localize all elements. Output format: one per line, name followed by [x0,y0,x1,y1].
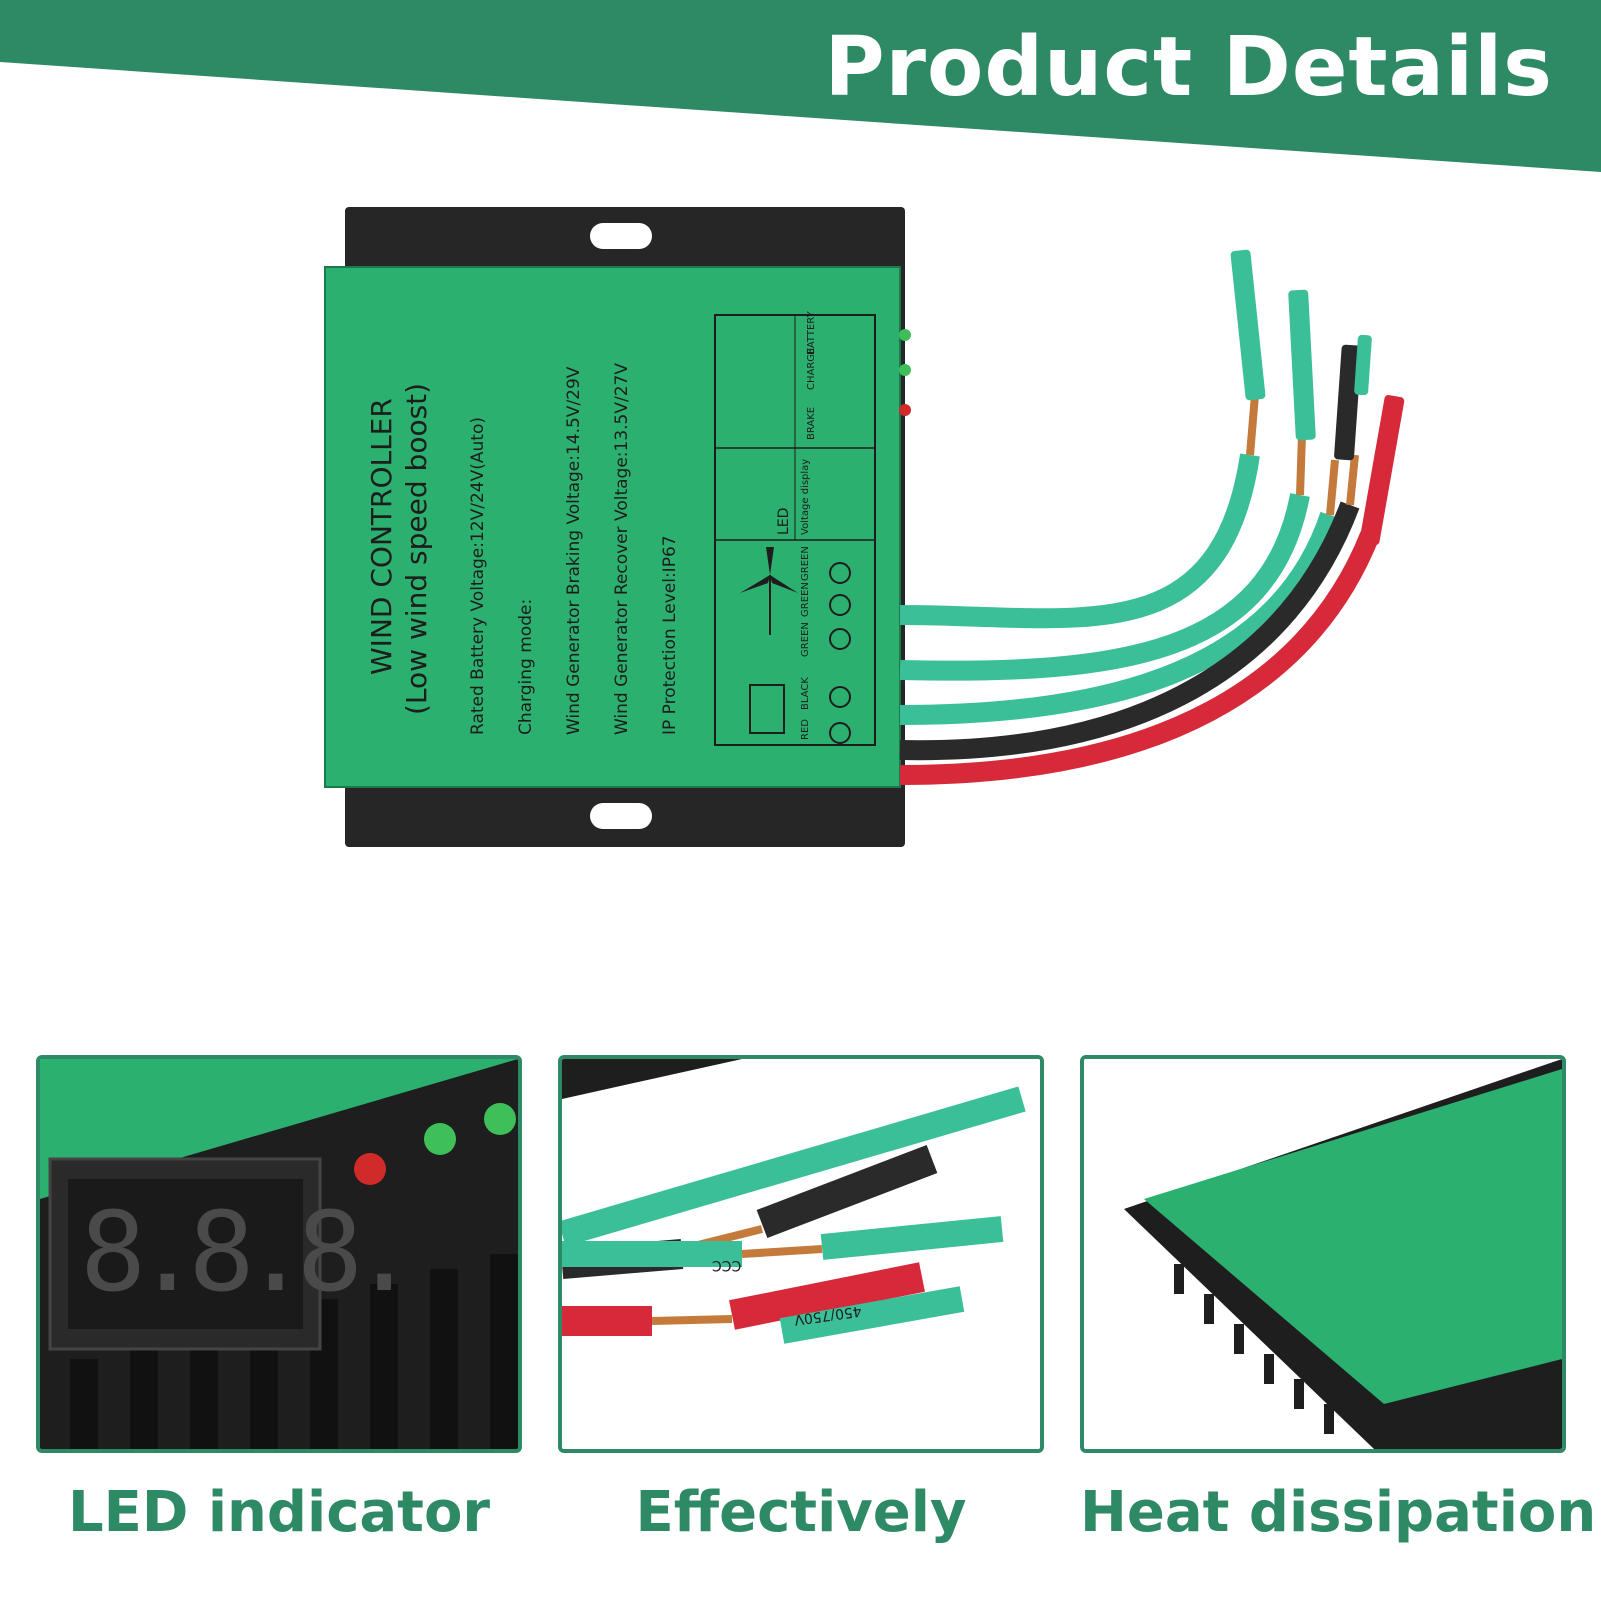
product-title: WIND CONTROLLER [365,398,398,675]
banner-shape [0,0,1601,172]
display-label-led: LED [776,507,792,535]
spec-ip-level: IP Protection Level:IP67 [660,535,680,735]
feature-panel-led: 8.8.8. [36,1055,522,1453]
header-banner: Product Details [0,0,1601,180]
spec-braking-voltage: Wind Generator Braking Voltage:14.5V/29V [564,366,584,735]
spec-battery-voltage: Rated Battery Voltage:12V/24V(Auto) [468,417,488,735]
heatsink-image [1084,1059,1562,1449]
display-label-voltage: Voltage display [800,458,811,535]
product-subtitle: (Low wind speed boost) [400,382,433,715]
caption-effectively: Effectively [635,1480,967,1545]
feature-panel-heatsink [1080,1055,1566,1453]
led-display-digits: 8.8.8. [80,1188,417,1316]
cable-print-ccc: CCC [712,1257,742,1273]
product-image: WIND CONTROLLER (Low wind speed boost) R… [320,195,1420,875]
spec-charging-mode: Charging mode: [516,598,536,735]
terminal-label-red: RED [800,719,811,740]
terminal-label-black: BLACK [800,677,811,710]
caption-heat-dissipation: Heat dissipation [1080,1480,1597,1545]
cable-closeup-image [562,1059,1040,1449]
led-display-image [40,1059,518,1449]
indicator-label-brake: BRAKE [806,406,817,440]
indicator-label-battery: BATTERY [806,311,817,355]
spec-recover-voltage: Wind Generator Recover Voltage:13.5V/27V [612,363,632,735]
feature-panel-cables: CCC 450/750V [558,1055,1044,1453]
banner-title: Product Details [824,20,1553,115]
terminal-label-green-1: GREEN [800,622,811,657]
terminal-label-green-2: GREEN [800,582,811,617]
caption-led-indicator: LED indicator [67,1480,491,1545]
controller-illustration [324,207,1405,847]
terminal-label-green-3: GREEN [800,546,811,581]
